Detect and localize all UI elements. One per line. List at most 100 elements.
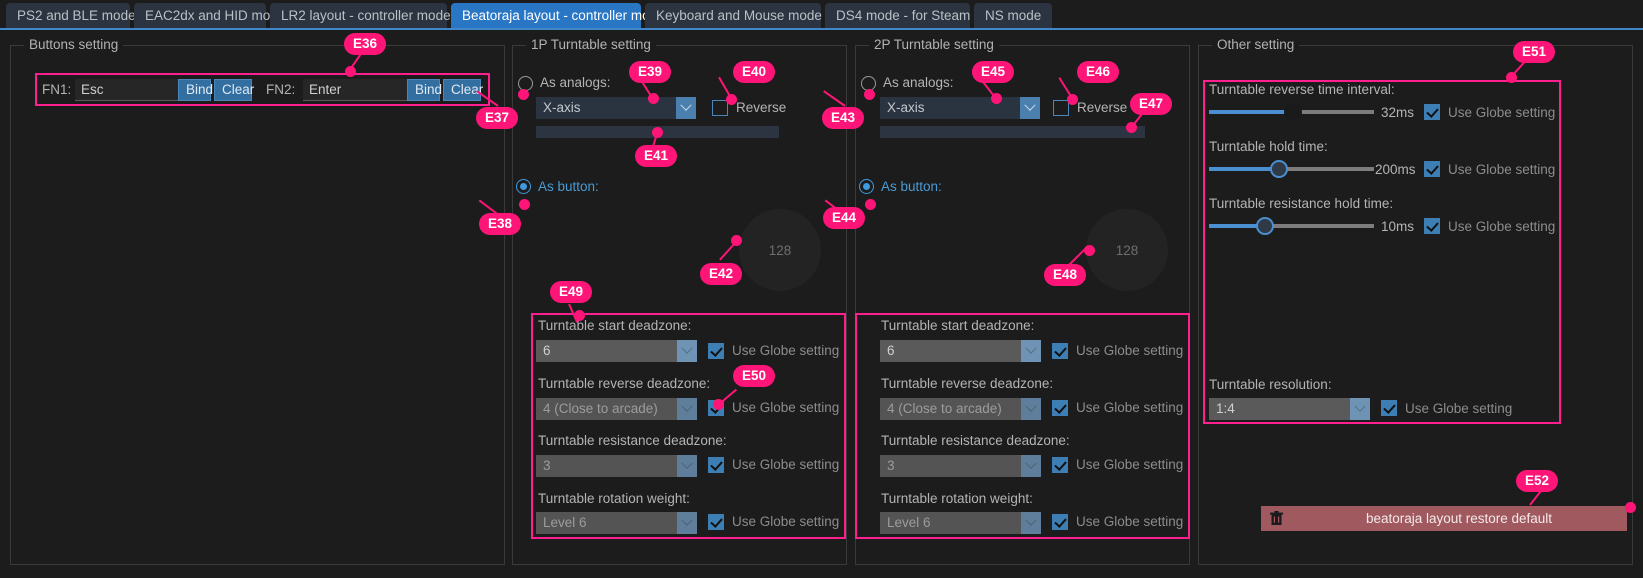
other-slider2[interactable] [1209,217,1374,235]
p1-row0-label: Turntable start deadzone: [538,318,692,333]
restore-default-label: beatoraja layout restore default [1365,511,1553,526]
p1-row1-combo[interactable]: 4 (Close to arcade) [536,398,697,420]
p1-row0-combo[interactable]: 6 [536,340,697,362]
p1-gauge-value: 128 [768,242,792,258]
dot-e40 [726,94,737,105]
slider-thumb[interactable] [1256,217,1274,235]
p1-row1-value: 4 (Close to arcade) [536,398,677,420]
tab-lr2-layout[interactable]: LR2 layout - controller mode [270,3,451,28]
other-resolution-combo[interactable]: 1:4 [1209,398,1370,420]
dot-e47 [1126,122,1137,133]
other-slider1-label: Turntable hold time: [1209,139,1328,154]
p2-row2-globe-label: Use Globe setting [1076,457,1184,472]
marker-e42: E42 [700,263,743,285]
p1-as-analogs-label: As analogs: [540,75,611,90]
p1-as-button-radio[interactable] [516,179,531,194]
p1-row3-combo[interactable]: Level 6 [536,512,697,534]
other-slider0-globe-checkbox[interactable] [1424,104,1440,120]
p2-row3-combo[interactable]: Level 6 [880,512,1041,534]
other-setting-legend: Other setting [1212,37,1300,52]
p2-row3-value: Level 6 [880,512,1021,534]
p1-row2-label: Turntable resistance deadzone: [538,433,727,448]
p1-legend: 1P Turntable setting [526,37,656,52]
p2-row3-label: Turntable rotation weight: [881,491,1033,506]
other-setting-group: Other setting [1198,37,1633,565]
dot-e38 [519,199,530,210]
marker-e44: E44 [823,207,866,229]
tab-eac2dx-hid[interactable]: EAC2dx and HID mode [134,3,285,28]
p1-row3-globe-checkbox[interactable] [708,514,724,530]
dot-e45 [991,93,1002,104]
p2-row1-label: Turntable reverse deadzone: [881,376,1054,391]
p1-row2-globe-checkbox[interactable] [708,457,724,473]
tab-ds4-steam[interactable]: DS4 mode - for Steam [825,3,970,28]
other-slider2-globe-checkbox[interactable] [1424,218,1440,234]
tab-beatoraja-layout[interactable]: Beatoraja layout - controller mode [451,3,665,28]
tab-underline [0,28,1643,30]
dot-e49 [574,310,585,321]
dot-e46 [1067,94,1078,105]
p2-as-button-radio[interactable] [859,179,874,194]
tab-keyboard-mouse[interactable]: Keyboard and Mouse mode [645,3,822,28]
fn1-bind-button[interactable]: Bind [178,79,213,101]
p2-row0-value: 6 [880,340,1021,362]
p1-row0-value: 6 [536,340,677,362]
slider-fill [1209,224,1265,228]
other-slider1[interactable] [1209,160,1374,178]
p2-row0-globe-checkbox[interactable] [1052,343,1068,359]
other-resolution-label: Turntable resolution: [1209,377,1332,392]
p1-row2-combo[interactable]: 3 [536,455,697,477]
dot-e51 [1506,72,1517,83]
p1-reverse-checkbox[interactable] [712,100,728,116]
p1-row2-value: 3 [536,455,677,477]
p2-row0-label: Turntable start deadzone: [881,318,1035,333]
tab-ns-mode[interactable]: NS mode [974,3,1052,28]
p2-row1-combo[interactable]: 4 (Close to arcade) [880,398,1041,420]
other-slider1-globe-checkbox[interactable] [1424,161,1440,177]
p1-row3-globe-label: Use Globe setting [732,514,840,529]
p1-reverse-label: Reverse [736,100,787,115]
p2-row2-combo[interactable]: 3 [880,455,1041,477]
other-resolution-globe-checkbox[interactable] [1381,400,1397,416]
fn2-bind-button[interactable]: Bind [407,79,442,101]
fn2-input[interactable] [303,79,408,101]
fn2-clear-button[interactable]: Clear [443,79,483,101]
marker-e36: E36 [344,33,387,55]
p2-as-button-label: As button: [881,179,942,194]
tab-ps2-ble[interactable]: PS2 and BLE mode [6,3,136,28]
chevron-down-icon [1021,512,1041,534]
chevron-down-icon [676,97,696,119]
p1-row0-globe-checkbox[interactable] [708,343,724,359]
slider-thumb[interactable] [1284,103,1302,121]
slider-thumb[interactable] [1270,160,1288,178]
other-slider0-label: Turntable reverse time interval: [1209,82,1395,97]
other-slider2-value: 10ms [1381,219,1415,234]
fn1-clear-button[interactable]: Clear [214,79,254,101]
p2-axis-combo[interactable]: X-axis [880,97,1040,119]
p2-axis-value: X-axis [880,97,1020,119]
p2-row0-combo[interactable]: 6 [880,340,1041,362]
slider-fill [1209,110,1293,114]
marker-e51: E51 [1513,41,1556,63]
marker-e46: E46 [1077,61,1120,83]
other-slider0-globe-label: Use Globe setting [1448,105,1556,120]
other-slider0[interactable] [1209,103,1374,121]
fn1-input[interactable] [75,79,180,101]
p2-reverse-checkbox[interactable] [1053,100,1069,116]
marker-e50: E50 [733,365,776,387]
p2-row2-globe-checkbox[interactable] [1052,457,1068,473]
chevron-down-icon [1020,97,1040,119]
p1-axis-combo[interactable]: X-axis [536,97,696,119]
chevron-down-icon [677,398,697,420]
p1-turntable-group: 1P Turntable setting [512,37,847,565]
p2-row3-globe-checkbox[interactable] [1052,514,1068,530]
p2-row1-globe-checkbox[interactable] [1052,400,1068,416]
restore-default-button[interactable]: beatoraja layout restore default [1261,506,1627,531]
p1-row1-label: Turntable reverse deadzone: [538,376,711,391]
marker-e41: E41 [635,145,678,167]
marker-e43: E43 [822,107,865,129]
other-slider1-value: 200ms [1375,162,1416,177]
p1-axis-value: X-axis [536,97,676,119]
other-resolution-value: 1:4 [1209,398,1350,420]
p2-analog-track[interactable] [880,126,1145,138]
